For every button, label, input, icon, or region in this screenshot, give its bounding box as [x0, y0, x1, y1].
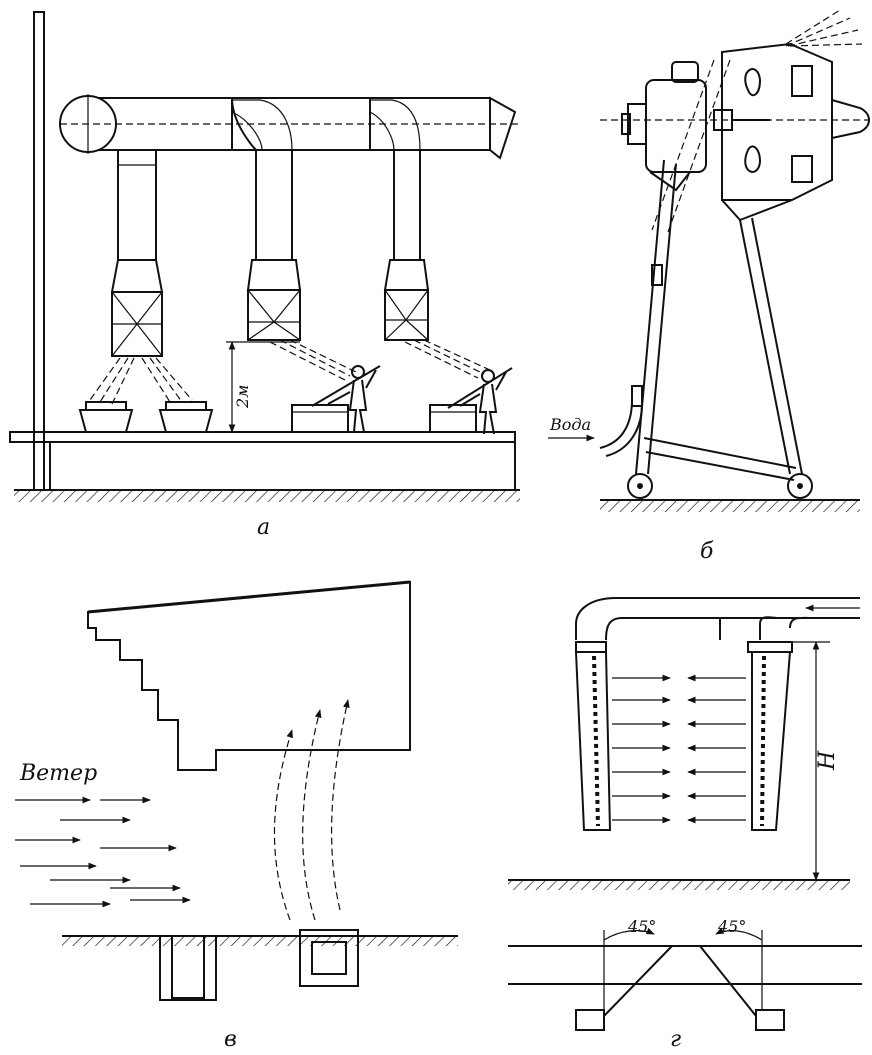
support-column: [33, 11, 45, 491]
wheel-rear: [787, 473, 813, 499]
panel-b-mobile-aerator: Вода б: [548, 9, 870, 564]
wind-label: Ветер: [19, 761, 97, 786]
motor: [645, 79, 707, 173]
height-label-g: H: [815, 750, 840, 771]
nozzle-left-plan: [603, 945, 673, 1017]
angle-label-left: 45°: [627, 917, 656, 936]
work-platform: [9, 431, 516, 443]
supply-duct: [575, 597, 860, 641]
branch-duct-3: [369, 98, 430, 341]
nozzle-cone: [831, 99, 870, 139]
curtain-arrows-left: [612, 674, 671, 824]
water-label: Вода: [549, 415, 591, 434]
branch-duct-1: [110, 149, 164, 357]
curtain-arrows-right: [687, 674, 746, 824]
panel-a-air-shower-installation: 2м а: [9, 11, 520, 540]
fan-housing: [721, 42, 833, 201]
curtain-column-right: [751, 651, 792, 831]
panel-label-v: в: [224, 1027, 237, 1052]
panel-label-b: б: [700, 539, 714, 564]
work-stations: [78, 401, 477, 433]
branch-duct-2: [231, 97, 302, 341]
duct-box: [299, 929, 359, 987]
duct-outlet: [489, 96, 517, 160]
water-hose: [599, 399, 643, 457]
panel-label-g: г: [670, 1027, 681, 1052]
height-label-a: 2м: [233, 385, 252, 409]
wheel-front: [627, 473, 653, 499]
panel-label-a: а: [257, 515, 270, 540]
angle-label-right: 45°: [717, 917, 746, 936]
nozzle-right-plan: [699, 945, 757, 1017]
rising-air-arrows: [273, 699, 350, 921]
curtain-column-left: [574, 651, 612, 831]
roof-overhang: [87, 580, 411, 771]
panel-v-wind-aeration: Ветер в: [15, 580, 458, 1052]
panel-g-air-curtain: H 45° 45° г: [508, 597, 862, 1052]
water-spray: [785, 9, 863, 47]
wind-arrows: [15, 796, 191, 908]
frame-legs: [635, 159, 803, 481]
ground-hatch-a: [14, 490, 520, 502]
platform-base: [49, 441, 516, 491]
air-jets-a: [89, 339, 491, 405]
worker-figure-1: [311, 365, 381, 433]
pit-left: [159, 936, 217, 1001]
worker-figure-2: [447, 367, 513, 435]
